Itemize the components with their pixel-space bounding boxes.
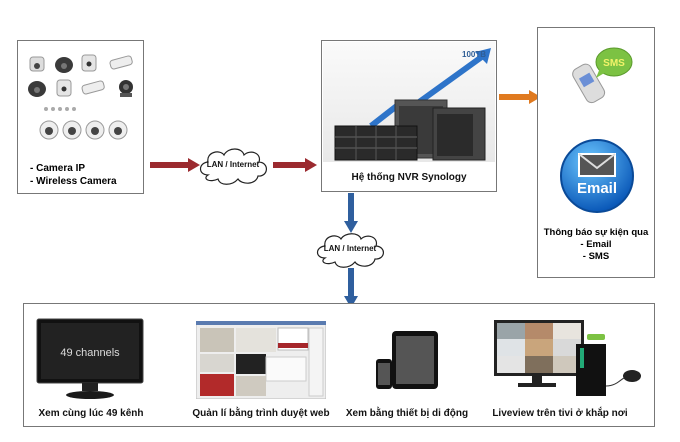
nvr-capacity-label: 100TB (462, 50, 487, 59)
caption-item-sms: - SMS (582, 251, 610, 262)
dome-camera-icon (55, 57, 73, 73)
cloud-icon (316, 233, 384, 268)
dome-camera-icon (39, 120, 59, 140)
bullet-camera-icon (81, 80, 105, 95)
arrow-nvr-to-notifications (499, 90, 541, 104)
tv-liveview-icon (494, 320, 641, 396)
camera-icon (29, 56, 45, 72)
email-icon: Email (560, 139, 634, 213)
camera-icon (81, 54, 97, 72)
arrow-cloud-to-viewing (344, 268, 358, 308)
camera-box: - Camera IP - Wireless Camera (17, 40, 144, 194)
rack-server-icon (334, 125, 418, 161)
notification-caption: Thông báo sự kiện qua - Email - SMS (538, 227, 654, 263)
dome-camera-icon (85, 120, 105, 140)
caption-item-email: - Email (580, 239, 612, 250)
caption-title: Thông báo sự kiện qua (543, 227, 649, 238)
viewing-label: Quản lí bằng trình duyệt web (192, 408, 330, 419)
arrow-nvr-to-cloud (344, 193, 358, 233)
web-browser-icon (196, 321, 326, 399)
dome-camera-icon (108, 120, 128, 140)
notifications-box: SMS Email Thông báo sự kiện qua - Email … (537, 27, 655, 278)
email-text: Email (577, 180, 617, 197)
camera-type-wireless: - Wireless Camera (30, 176, 117, 187)
nvr-box: 100TB Hệ thống NVR Synology (321, 40, 497, 192)
camera-type-ip: - Camera IP (30, 163, 86, 174)
network-cloud-top: LAN / Internet (196, 145, 270, 187)
nvr-title: Hệ thống NVR Synology (351, 172, 467, 183)
monitor-icon: 49 channels (36, 318, 144, 399)
ellipsis-dots (44, 107, 76, 111)
viewing-box: 49 channels Xem cùng lúc 49 kênh Quản lí… (23, 303, 655, 427)
viewing-label: Liveview trên tivi ở khắp nơi (492, 408, 628, 419)
ptz-camera-icon (119, 80, 133, 97)
arrow-cloud-to-nvr (273, 158, 317, 172)
sms-phone-icon: SMS (572, 47, 633, 104)
nas-server-icon (432, 107, 486, 161)
cloud-label: LAN / Internet (206, 160, 260, 169)
monitor-screen-text: 49 channels (60, 347, 120, 359)
viewing-label: Xem bằng thiết bị di động (345, 408, 469, 419)
camera-icons (28, 54, 133, 140)
cloud-icon (199, 148, 267, 185)
network-cloud-middle: LAN / Internet (313, 230, 387, 270)
nvr-illustration (334, 48, 491, 161)
dome-camera-icon (62, 120, 82, 140)
arrow-camera-to-cloud (150, 158, 200, 172)
camera-types: - Camera IP - Wireless Camera (30, 162, 117, 188)
sms-text: SMS (603, 58, 625, 69)
dome-camera-icon (28, 81, 46, 97)
camera-icon (56, 79, 72, 97)
viewing-label: Xem cùng lúc 49 kênh (38, 408, 144, 419)
bullet-camera-icon (109, 55, 133, 70)
cloud-label: LAN / Internet (323, 244, 377, 253)
mobile-devices-icon (376, 331, 438, 389)
